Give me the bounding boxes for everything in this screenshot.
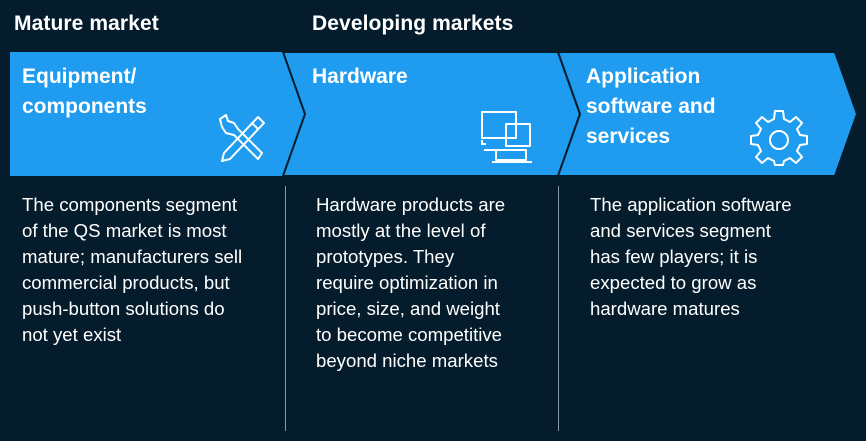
stage-title-hardware: Hardware xyxy=(312,65,408,88)
stage-title-application: Application software and services xyxy=(586,65,716,148)
column-divider xyxy=(558,186,559,431)
stage-description-hardware: Hardware products are mostly at the leve… xyxy=(316,194,506,371)
developing-markets-header: Developing markets xyxy=(312,12,514,35)
tools-icon xyxy=(219,114,265,162)
devices-icon xyxy=(481,111,532,163)
chevron-application xyxy=(556,51,859,177)
mature-market-header: Mature market xyxy=(14,12,159,35)
stage-description-equipment: The components segment of the QS market … xyxy=(22,194,243,345)
column-divider xyxy=(285,186,286,431)
stage-description-application: The application software and services se… xyxy=(590,194,792,319)
stage-title-equipment: Equipment/ components xyxy=(22,65,147,118)
gear-icon xyxy=(750,110,808,166)
